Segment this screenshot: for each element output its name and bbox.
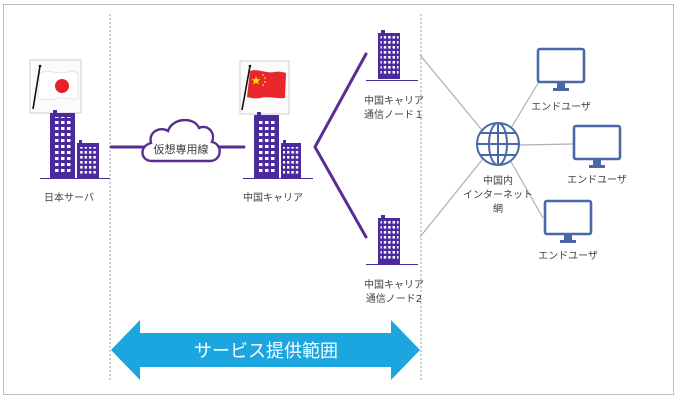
- node2-label-line2: 通信ノード2: [366, 293, 422, 305]
- node2-label-line1: 中国キャリア: [364, 278, 424, 291]
- double-arrow-icon: [111, 320, 420, 380]
- link-china-nodes: [313, 52, 368, 239]
- end-user-3-label: エンドユーザ: [538, 250, 598, 262]
- china-carrier: 中国キャリア: [239, 60, 313, 204]
- monitor-icon: [543, 199, 593, 243]
- link-node2-internet: [419, 154, 487, 238]
- carrier-links: [109, 52, 368, 239]
- china-internet: 中国内 インターネット 網: [463, 122, 533, 215]
- virtual-private-line-cloud: 仮想専用線: [141, 118, 221, 163]
- carrier-node-1: 中国キャリア 通信ノード１: [364, 30, 424, 121]
- link-internet-user1: [510, 79, 541, 129]
- cloud-label: 仮想専用線: [154, 142, 209, 156]
- end-user-3: エンドユーザ: [538, 199, 598, 262]
- japan-server: 日本サーバ: [29, 59, 110, 204]
- service-range-arrow: サービス提供範囲: [111, 320, 420, 380]
- node2-building-icon: [366, 215, 418, 265]
- globe-icon: [476, 122, 520, 166]
- monitor-icon: [536, 47, 586, 91]
- internet-label-line3: 網: [493, 202, 503, 215]
- link-node1-internet: [419, 54, 487, 136]
- monitor-icon: [572, 124, 622, 168]
- china-flag-icon: [239, 60, 290, 115]
- node1-label-line1: 中国キャリア: [364, 94, 424, 107]
- end-user-2-label: エンドユーザ: [567, 174, 627, 186]
- link-internet-user3: [509, 159, 544, 219]
- end-user-1-label: エンドユーザ: [531, 101, 591, 113]
- node1-building-icon: [366, 30, 418, 81]
- japan-flag-icon: [29, 59, 82, 114]
- end-user-1: エンドユーザ: [531, 47, 591, 113]
- internet-links: [419, 54, 574, 238]
- japan-server-label: 日本サーバ: [44, 191, 94, 204]
- link-internet-user2: [519, 143, 574, 146]
- internet-label-line2: インターネット: [463, 189, 533, 201]
- node1-label-line2: 通信ノード１: [364, 109, 424, 121]
- service-range-label: サービス提供範囲: [194, 341, 338, 362]
- end-user-2: エンドユーザ: [567, 124, 627, 186]
- china-building-icon: [243, 112, 313, 179]
- carrier-node-2: 中国キャリア 通信ノード2: [364, 215, 424, 305]
- china-carrier-label: 中国キャリア: [243, 191, 303, 204]
- japan-building-icon: [40, 110, 110, 179]
- internet-label-line1: 中国内: [483, 174, 513, 187]
